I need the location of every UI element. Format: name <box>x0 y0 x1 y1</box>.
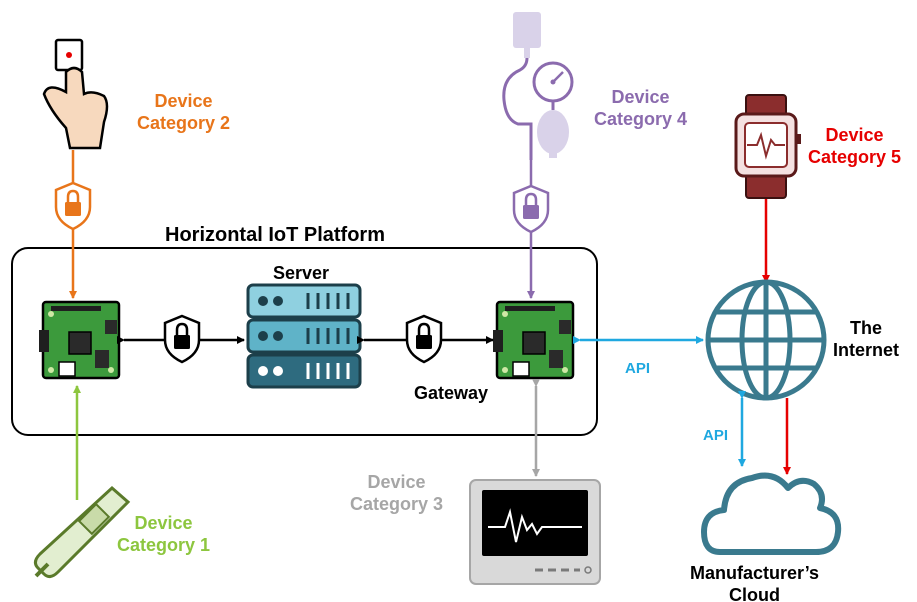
lock-shield-icon <box>405 314 443 364</box>
platform-title: Horizontal IoT Platform <box>165 224 385 246</box>
lock-shield-icon <box>54 181 92 231</box>
internet-label: The Internet <box>833 317 899 361</box>
globe-icon <box>705 279 827 401</box>
device-category-4-line-1: Device <box>611 87 670 107</box>
cloud-label-line-1: Manufacturer’s <box>690 563 820 583</box>
patient-monitor-icon <box>469 479 601 585</box>
device-category-2-line-2: Category 2 <box>137 113 231 133</box>
device-category-3-line-1: Device <box>367 472 426 492</box>
api-label-gateway-internet: API <box>625 360 651 377</box>
cloud-label: Manufacturer’s Cloud <box>690 562 819 602</box>
device-category-1-label: Device Category 1 <box>117 512 210 556</box>
device-category-1-line-2: Category 1 <box>117 535 211 555</box>
thermometer-icon <box>33 485 131 579</box>
internet-label-line-2: Internet <box>833 340 900 360</box>
gateway-label: Gateway <box>414 383 489 403</box>
cloud-icon <box>701 472 842 555</box>
device-category-4-line-2: Category 4 <box>594 109 688 129</box>
gateway-board-icon <box>491 300 575 380</box>
lock-shield-icon <box>512 184 550 234</box>
smartwatch-icon <box>734 94 801 199</box>
lock-shield-icon <box>163 314 201 364</box>
cloud-label-line-2: Cloud <box>729 585 781 602</box>
local-hub-board-icon <box>37 300 121 380</box>
device-category-3-line-2: Category 3 <box>350 494 444 514</box>
api-label-internet-cloud: API <box>703 427 729 444</box>
device-category-3-label: Device Category 3 <box>350 471 443 515</box>
device-category-5-line-2: Category 5 <box>808 147 902 167</box>
device-category-2-label: Device Category 2 <box>137 90 230 134</box>
server-label: Server <box>273 263 330 283</box>
device-category-5-line-1: Device <box>825 125 884 145</box>
device-category-1-line-1: Device <box>134 513 193 533</box>
internet-label-line-1: The <box>850 318 883 338</box>
blood-pressure-monitor-icon <box>502 12 574 160</box>
device-category-4-label: Device Category 4 <box>594 86 687 130</box>
device-category-5-label: Device Category 5 <box>808 124 901 168</box>
button-press-icon <box>42 38 109 150</box>
server-icon <box>246 283 362 389</box>
device-category-2-line-1: Device <box>154 91 213 111</box>
